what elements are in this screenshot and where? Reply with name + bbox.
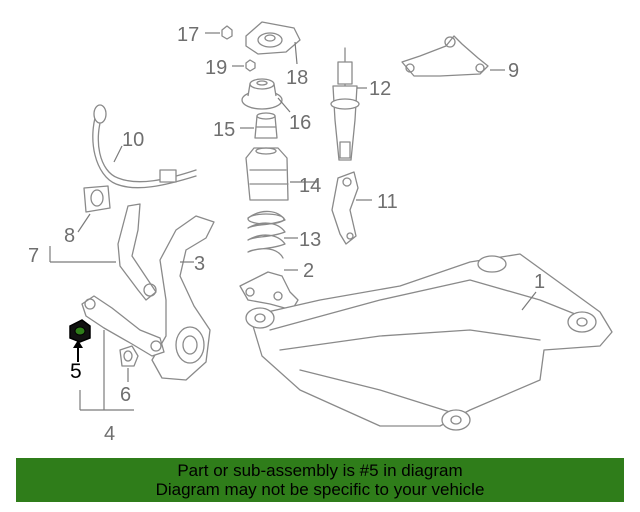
callout-9: 9 — [508, 60, 519, 82]
info-banner: Part or sub-assembly is #5 in diagram Di… — [16, 458, 624, 502]
part-17-nut — [221, 25, 233, 40]
banner-line-1: Part or sub-assembly is #5 in diagram — [177, 461, 463, 480]
callout-13: 13 — [299, 229, 321, 251]
banner-line-2: Diagram may not be specific to your vehi… — [155, 480, 485, 499]
callout-16: 16 — [289, 112, 311, 134]
part-3-knuckle — [151, 215, 215, 381]
leader-18 — [294, 41, 298, 65]
callout-15: 15 — [213, 119, 235, 141]
part-15-bump-stop — [254, 112, 278, 139]
callout-19: 19 — [205, 57, 227, 79]
part-6-bushing — [119, 345, 139, 367]
callout-2: 2 — [303, 260, 314, 282]
part-11-bracket — [331, 171, 359, 245]
part-14-dust-boot — [245, 147, 289, 201]
leader-16 — [277, 97, 291, 113]
callout-5: 5 — [70, 360, 82, 383]
callout-18: 18 — [286, 67, 308, 89]
part-2-bracket — [239, 271, 299, 311]
part-7-lower-arm — [117, 203, 157, 301]
callout-8: 8 — [64, 225, 75, 247]
part-18-mount-plate — [245, 21, 301, 55]
callout-12: 12 — [369, 78, 391, 100]
callout-11: 11 — [377, 191, 398, 213]
leader-8 — [77, 213, 91, 233]
leader-10 — [113, 145, 123, 163]
part-5-bushing-highlighted — [69, 319, 91, 343]
callout-17: 17 — [177, 24, 199, 46]
part-4-lower-control-arm — [81, 295, 165, 357]
callout-4: 4 — [104, 423, 115, 445]
parts-diagram: 17 18 19 16 15 14 13 — [28, 21, 613, 445]
part-12-strut — [330, 47, 360, 161]
callout-14: 14 — [299, 175, 321, 197]
part-19-nut — [245, 59, 256, 72]
leader-5-arrowhead — [73, 340, 83, 348]
part-10-stabilizer-bar — [92, 104, 197, 189]
part-1-subframe — [245, 253, 613, 431]
callout-1: 1 — [534, 271, 545, 293]
callout-6: 6 — [120, 384, 131, 406]
callout-7: 7 — [28, 245, 39, 267]
callout-10: 10 — [122, 129, 144, 151]
part-13-coil-spring — [247, 210, 286, 259]
part-16-spring-seat — [241, 78, 283, 110]
part-9-upper-control-arm — [401, 35, 489, 77]
part-8-bushing — [83, 185, 111, 213]
callout-3: 3 — [194, 253, 205, 275]
leader-1 — [521, 291, 537, 311]
